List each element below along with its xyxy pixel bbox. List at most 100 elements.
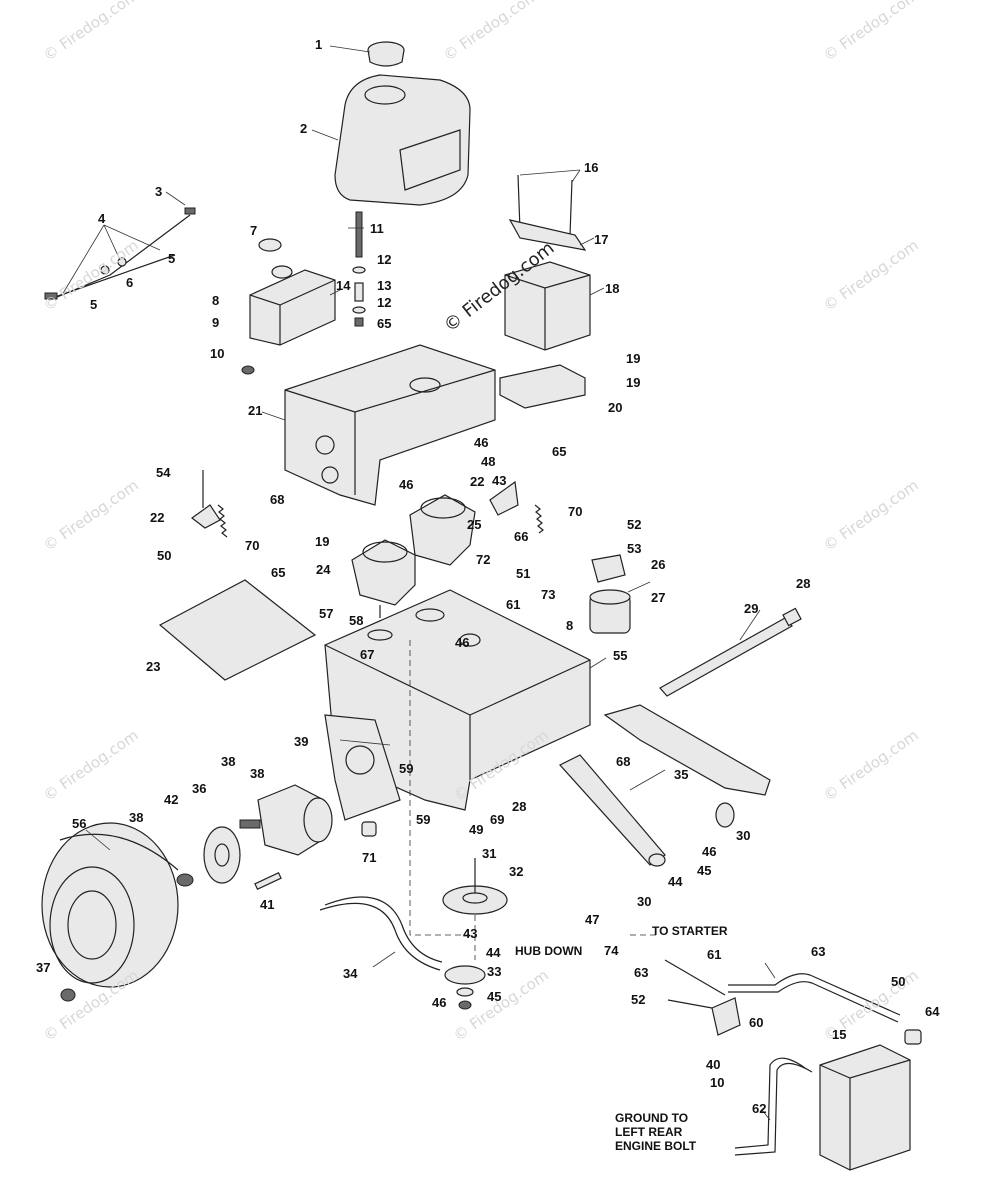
callout-25: 25 [467, 517, 482, 532]
callout-29: 29 [744, 601, 759, 616]
callout-11: 11 [370, 221, 384, 236]
callout-12: 12 [377, 252, 392, 267]
callout-41: 41 [260, 897, 275, 912]
callout-68b: 68 [616, 754, 631, 769]
callout-22b: 22 [150, 510, 165, 525]
hydro-pump-right [409, 494, 476, 566]
callout-46d: 46 [702, 844, 717, 859]
callout-17: 17 [594, 232, 609, 247]
callout-26: 26 [651, 557, 666, 572]
idler-pulley [444, 965, 486, 1010]
callout-8b: 8 [566, 618, 574, 633]
callout-leader-lines [61, 45, 776, 1121]
callout-22: 22 [470, 474, 485, 489]
oil-filter-assembly [589, 554, 631, 634]
callout-49: 49 [469, 822, 484, 837]
callout-14: 14 [336, 278, 351, 293]
callout-6: 6 [126, 275, 134, 290]
callout-19b: 19 [626, 375, 641, 390]
callout-46c: 46 [455, 635, 470, 650]
terminal-boot [904, 1029, 922, 1045]
callout-47: 47 [585, 912, 600, 927]
battery-15 [819, 1044, 911, 1171]
callout-15: 15 [832, 1027, 847, 1042]
callout-69: 69 [490, 812, 505, 827]
hydraulic-reservoir [241, 238, 336, 375]
callout-16: 16 [584, 160, 599, 175]
motor-mount-bracket [324, 714, 401, 821]
callout-55: 55 [613, 648, 628, 663]
callout-43b: 43 [463, 926, 478, 941]
wheel-hub [203, 826, 241, 884]
callout-61b: 61 [707, 947, 722, 962]
hydro-pump-left [351, 539, 416, 618]
callout-65b: 65 [552, 444, 567, 459]
callout-63b: 63 [634, 965, 649, 980]
callout-70: 70 [245, 538, 260, 553]
callout-73: 73 [541, 587, 556, 602]
callout-21: 21 [248, 403, 263, 418]
note-ground-line-3: ENGINE BOLT [615, 1138, 697, 1153]
note-ground: GROUND TO LEFT REAR ENGINE BOLT [615, 1111, 697, 1153]
callout-32: 32 [509, 864, 524, 879]
callout-38c: 38 [250, 766, 265, 781]
callout-51: 51 [516, 566, 531, 581]
callout-67: 67 [360, 647, 375, 662]
fuel-cap [367, 41, 405, 67]
bolt-71 [361, 821, 377, 837]
note-to-starter: TO STARTER [652, 924, 728, 938]
callout-64: 64 [925, 1004, 940, 1019]
callout-46: 46 [474, 435, 489, 450]
stud-and-washers [352, 211, 366, 327]
callout-71: 71 [362, 850, 377, 865]
callout-72: 72 [476, 552, 491, 567]
front-axle-frame [559, 704, 771, 867]
callout-40: 40 [706, 1057, 721, 1072]
callout-37: 37 [36, 960, 51, 975]
callout-70b: 70 [568, 504, 583, 519]
callout-56: 56 [72, 816, 87, 831]
callout-44: 44 [668, 874, 683, 889]
callout-36: 36 [192, 781, 207, 796]
callout-10: 10 [210, 346, 225, 361]
callout-5b: 5 [90, 297, 98, 312]
callout-30: 30 [736, 828, 751, 843]
callout-74: 74 [604, 943, 619, 958]
lug-nuts [60, 873, 194, 1002]
callout-50b: 50 [891, 974, 906, 989]
callout-42: 42 [164, 792, 179, 807]
callout-59: 59 [399, 761, 414, 776]
callout-52b: 52 [631, 992, 646, 1007]
callout-18: 18 [605, 281, 620, 296]
callout-66: 66 [514, 529, 529, 544]
callout-39: 39 [294, 734, 309, 749]
rear-tire [41, 822, 179, 988]
bolt-41 [254, 871, 282, 891]
callout-24: 24 [316, 562, 331, 577]
drive-belt [319, 896, 443, 971]
callout-52: 52 [627, 517, 642, 532]
engine-frame [284, 344, 496, 506]
callout-45: 45 [697, 863, 712, 878]
callout-34: 34 [343, 966, 358, 981]
callout-58: 58 [349, 613, 364, 628]
callout-35: 35 [674, 767, 689, 782]
callout-68: 68 [270, 492, 285, 507]
callout-13: 13 [377, 278, 392, 293]
battery-bracket [499, 364, 586, 409]
baffle-plate [158, 579, 317, 681]
assembly-guide-lines [409, 640, 660, 960]
callout-19: 19 [626, 351, 641, 366]
callout-9: 9 [212, 315, 220, 330]
callout-43: 43 [492, 473, 507, 488]
callout-28b: 28 [512, 799, 527, 814]
drive-pulley [442, 858, 508, 915]
callout-63: 63 [811, 944, 826, 959]
callout-28: 28 [796, 576, 811, 591]
ground-cable [734, 1057, 813, 1156]
battery-and-holddown [504, 174, 591, 351]
callout-44b: 44 [486, 945, 501, 960]
callout-50: 50 [157, 548, 172, 563]
